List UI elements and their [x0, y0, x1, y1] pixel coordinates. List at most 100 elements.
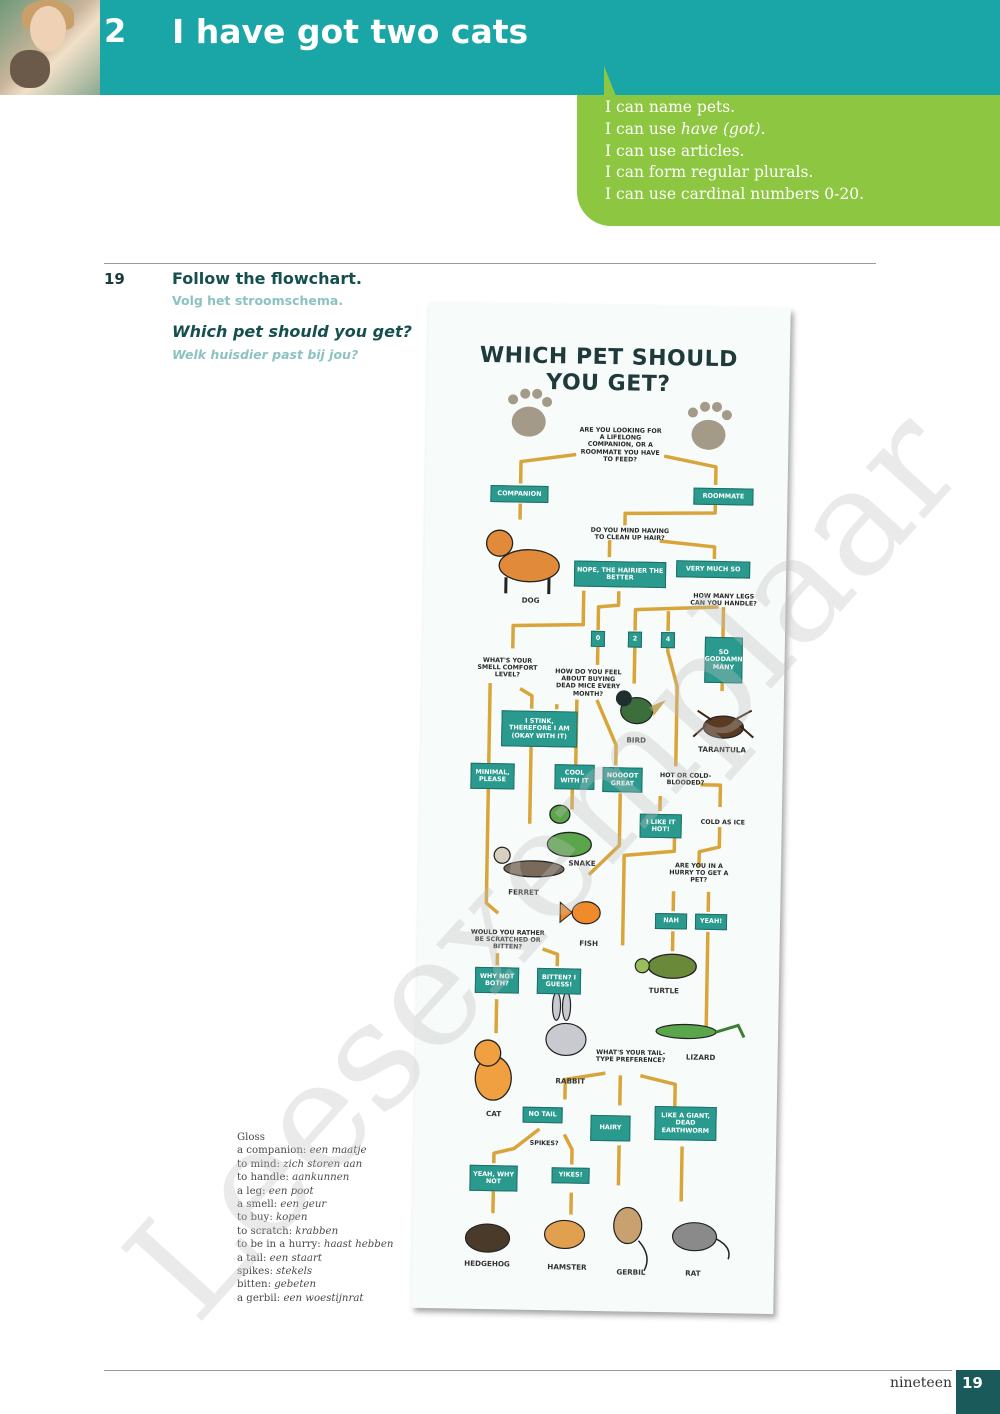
gerbil-tail	[637, 1240, 648, 1272]
label-snake: SNAKE	[568, 858, 596, 868]
objectives-list: I can name pets. I can use have (got). I…	[605, 97, 864, 206]
gerbil-icon	[613, 1206, 643, 1245]
rabbit-ear	[551, 991, 562, 1021]
paw-toe	[542, 396, 553, 407]
paw-pad-icon	[511, 406, 546, 437]
paw-toe	[508, 394, 519, 405]
arrow	[541, 947, 560, 967]
bird-head	[615, 690, 632, 707]
option-nooo: NOOOOT GREAT	[602, 767, 643, 793]
animal-illustrations	[464, 529, 754, 1272]
arrow	[665, 648, 679, 767]
paw-toe	[721, 410, 732, 421]
arrow	[527, 743, 533, 824]
label-gerbil: GERBIL	[616, 1267, 646, 1277]
option-hot: I LIKE IT HOT!	[639, 813, 682, 839]
arrow	[663, 454, 718, 485]
footer-divider	[104, 1370, 952, 1371]
arrow	[659, 539, 717, 559]
label-hamster: HAMSTER	[547, 1262, 587, 1272]
option-earthworm: LIKE A GIANT, DEAD EARTHWORM	[654, 1105, 717, 1142]
gloss-item: a gerbil: een woestijnrat	[237, 1292, 364, 1304]
ferret-head	[493, 846, 511, 864]
label-bird: BIRD	[626, 735, 647, 745]
option-yeah-why-not: YEAH, WHY NOT	[469, 1164, 518, 1192]
option-legs-4: 4	[660, 632, 676, 649]
snake-icon	[546, 831, 593, 858]
arrow	[563, 1071, 606, 1100]
option-roommate: ROOMMATE	[693, 487, 754, 506]
label-cat: CAT	[485, 1109, 502, 1119]
cat-head	[474, 1039, 502, 1067]
gloss-item: bitten: gebeten	[237, 1279, 317, 1291]
option-yikes: YIKES!	[551, 1167, 590, 1184]
option-cool: COOL WITH IT	[554, 764, 595, 790]
label-fish: FISH	[579, 938, 599, 948]
paw-prints	[508, 388, 732, 450]
question-spikes: SPIKES?	[529, 1139, 559, 1148]
fish-icon	[571, 901, 601, 925]
objective-item: I can use articles.	[605, 141, 745, 160]
question-companion: ARE YOU LOOKING FOR A LIFELONG COMPANION…	[579, 426, 662, 464]
option-nope: NOPE, THE HAIRIER THE BETTER	[573, 560, 667, 589]
paw-toe	[687, 407, 698, 418]
option-so-many: SO GODDAMN MANY	[704, 636, 743, 684]
arrow	[511, 590, 586, 649]
label-dog: DOG	[521, 595, 540, 605]
unit-title: I have got two cats	[172, 12, 529, 51]
option-why-not-both: WHY NOT BOTH?	[474, 966, 520, 994]
option-cold: COLD AS ICE	[700, 818, 745, 827]
gloss-box: Gloss a companion: een maatje to mind: z…	[237, 1131, 393, 1305]
fish-tail	[559, 901, 573, 924]
turtle-head	[634, 958, 650, 974]
arrow	[616, 1145, 621, 1186]
arrow	[704, 931, 710, 1027]
ferret-icon	[503, 860, 565, 878]
header-photo	[0, 0, 100, 95]
arrow	[487, 683, 492, 764]
arrow	[518, 452, 577, 484]
arrow	[618, 1075, 623, 1106]
option-hairy: HAIRY	[590, 1114, 631, 1142]
exercise-question-translation: Welk huisdier past bij jou?	[172, 347, 359, 362]
arrow	[700, 782, 723, 808]
arrow	[632, 647, 637, 684]
paw-toe	[532, 388, 543, 399]
question-mice: HOW DO YOU FEEL ABOUT BUYING DEAD MICE E…	[555, 668, 622, 698]
arrow	[596, 591, 621, 630]
label-ferret: FERRET	[508, 887, 539, 897]
flowchart-arrows	[464, 388, 754, 1272]
arrow	[620, 836, 677, 946]
objective-item: I can form regular plurals.	[605, 163, 814, 182]
objective-item: I can use cardinal numbers 0-20.	[605, 185, 865, 204]
option-legs-0: 0	[590, 630, 606, 648]
label-turtle: TURTLE	[648, 985, 680, 996]
gloss-item: to handle: aankunnen	[237, 1172, 350, 1184]
label-lizard: LIZARD	[685, 1052, 716, 1063]
question-hair: DO YOU MIND HAVING TO CLEAN UP HAIR?	[590, 526, 670, 543]
arrow	[697, 827, 722, 867]
gloss-item: to scratch: krabben	[237, 1225, 339, 1237]
arrow	[721, 607, 726, 638]
arrow	[679, 1146, 684, 1202]
hamster-icon	[543, 1219, 586, 1250]
option-nah: NAH	[654, 912, 688, 930]
rat-tail	[716, 1238, 730, 1260]
dog-icon	[498, 549, 560, 583]
question-blood: HOT OR COLD-BLOODED?	[659, 772, 712, 788]
paw-toe	[712, 401, 723, 412]
arrow	[623, 504, 718, 526]
option-very-much: VERY MUCH SO	[676, 560, 751, 579]
arrow	[494, 999, 499, 1034]
gloss-item: a leg: een poot	[237, 1185, 314, 1197]
page-number-word: nineteen	[890, 1375, 953, 1391]
option-yeah: YEAH!	[694, 913, 728, 931]
option-bitten: BITTEN? I GUESS!	[536, 967, 582, 995]
gloss-item: a smell: een geur	[237, 1199, 327, 1211]
objectives-tail	[604, 66, 616, 96]
question-legs: HOW MANY LEGS CAN YOU HANDLE?	[690, 592, 757, 608]
arrow	[492, 1127, 541, 1164]
arrow	[633, 605, 719, 631]
gloss-item: a tail: een staart	[237, 1252, 322, 1264]
question-scratched: WOULD YOU RATHER BE SCRATCHED OR BITTEN?	[470, 928, 545, 952]
